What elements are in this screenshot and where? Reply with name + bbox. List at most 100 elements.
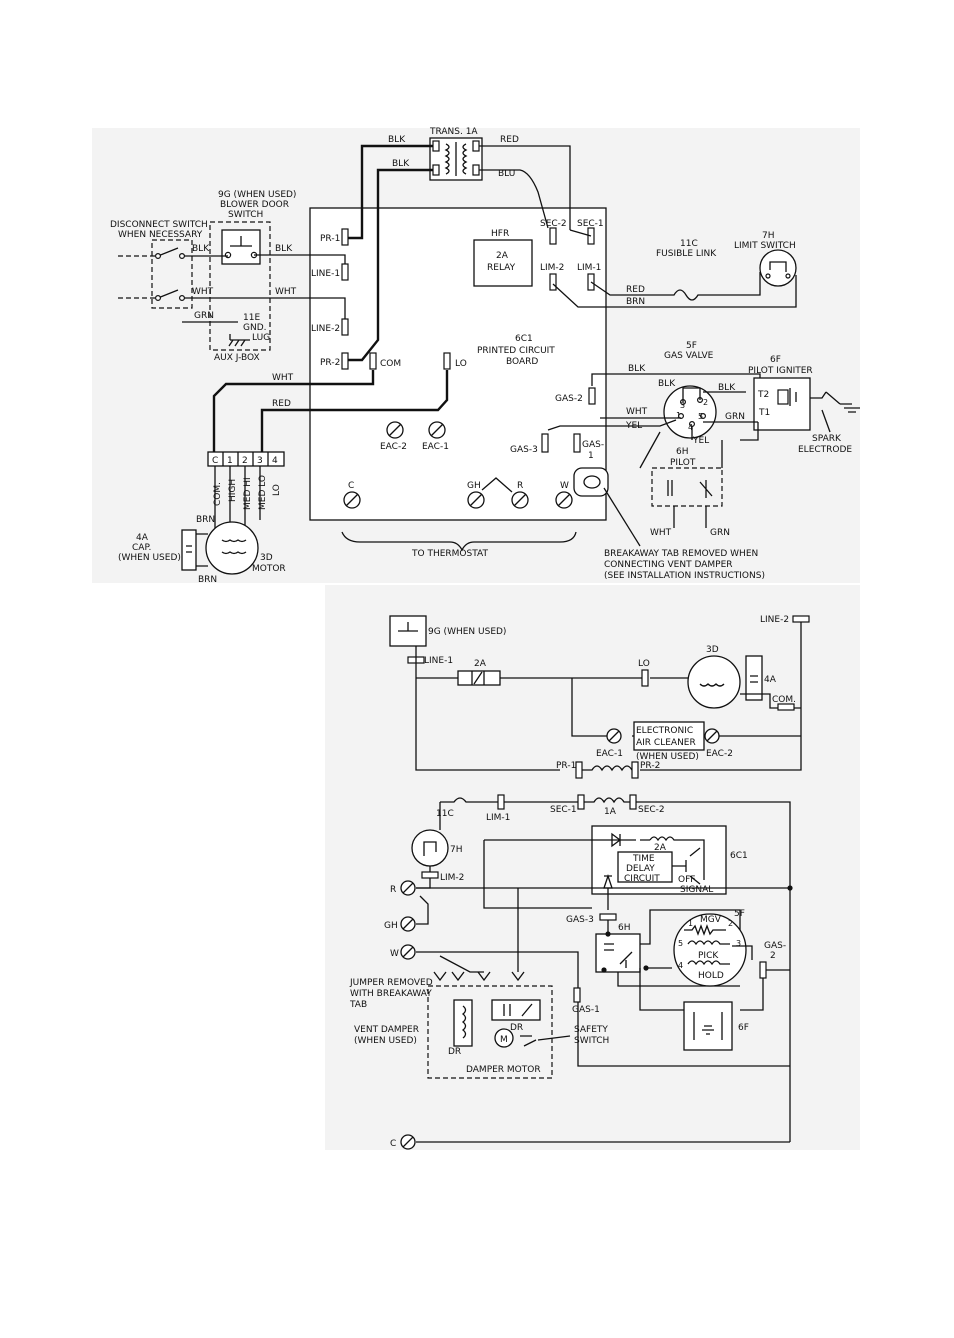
ld2-c-screw [400,1134,416,1150]
line-1-terminal [341,263,349,281]
ld1-pr1-label: PR-1 [556,761,576,771]
printed-circuit-board-outline [309,207,607,521]
ld2-6c1-label: 6C1 [730,851,748,861]
tb-4-label: 4 [272,456,278,466]
spark-ground-icon [840,403,860,413]
ld1-left-rail [415,646,560,771]
tb-c-label: C [212,456,218,466]
ld2-td-3: CIRCUIT [624,874,660,884]
trans-1a-label: TRANS. 1A [429,127,478,137]
ld2-relay-2a-coil [649,836,705,880]
eac-1-screw [428,421,446,439]
brn-label: BRN [626,297,645,307]
ld2-signal-label: SIGNAL [680,885,713,895]
ld1-line2-label: LINE-2 [760,615,789,625]
ld2-2a-label: 2A [654,843,667,853]
thermostat-c-screw [343,491,361,509]
ld2-mgv-label: MGV [700,915,722,925]
brn-label-2: BRN [196,515,215,525]
ld1-pr2-label: PR-2 [640,761,660,771]
cap-label-1: 4A [136,533,149,543]
ld2-td-1: TIME [632,854,655,864]
blk-label-4: BLK [275,244,293,254]
ld2-gas3-label: GAS-3 [566,915,594,925]
thermostat-gh-screw [467,491,485,509]
high-vertical-label: HIGH [228,479,238,502]
spark-label-1: SPARK [812,434,842,444]
ld2-c-label: C [390,1139,396,1149]
ld2-pin-4: 4 [678,961,683,970]
ld1-eac-text-1: ELECTRONIC [636,726,693,736]
lo-vertical-label: LO [272,484,282,496]
grn-label-3: GRN [710,528,730,538]
ld1-9g-label: 9G (WHEN USED) [428,627,506,637]
blower-door-label-1: 9G (WHEN USED) [218,190,296,200]
tb-2-label: 2 [242,456,248,466]
blu-label: BLU [498,169,515,179]
pr-2-label: PR-2 [320,358,340,368]
pilot-label-2: PILOT [670,458,696,468]
blk-label-1: BLK [388,135,406,145]
blk-label-7: BLK [718,383,736,393]
lim-1-label: LIM-1 [577,263,601,273]
transformer-1a [429,137,483,181]
ld1-eac-text-2: AIR CLEANER [636,738,696,748]
ld2-pin-3: 3 [736,939,741,948]
yel-label-1: YEL [625,421,642,431]
gnd-label-3: LUG [252,333,270,343]
gv-pin-5: 5 [698,412,703,421]
board-label-3: BOARD [506,357,538,367]
board-label-1: 6C1 [515,334,533,344]
gh-label: GH [467,481,481,491]
lo-terminal [443,352,451,370]
line-2-label: LINE-2 [311,324,340,334]
ld2-dr-label-1: DR [448,1047,461,1057]
wire-blk-pr1 [348,144,433,240]
ld2-top-rail [440,797,791,1142]
relay-2a-contact [457,670,501,686]
ld2-6f-label: 6F [738,1023,749,1033]
wire-red-lo [260,370,449,452]
gv-pin-1: 1 [676,411,681,420]
relay-label-1: 2A [496,251,509,261]
ld1-4a-label: 4A [764,675,777,685]
eac-2-label: EAC-2 [380,442,407,452]
sec-2-terminal [549,227,557,245]
pilot-igniter-6f [753,377,811,431]
ld2-gas2-label-a: GAS- [764,941,786,951]
wire-red-sec1 [479,145,571,230]
hfr-label: HFR [491,229,509,239]
motor-label-1: 3D [260,553,273,563]
igniter-label-2: PILOT IGNITER [748,366,813,376]
thermostat-brace [341,531,577,552]
aux-jbox-label: AUX J-BOX [214,353,260,363]
ld1-eac-text-3: (WHEN USED) [636,752,699,762]
r-label: R [517,481,523,491]
time-delay-circuit [617,851,673,883]
ld2-gh-screw [400,916,416,932]
line-2-terminal [341,318,349,336]
ld2-sec1-label: SEC-1 [550,805,577,815]
line-1-label: LINE-1 [311,269,340,279]
gas-1-label-b: 1 [588,451,594,461]
ld2-limit-switch-7h [411,829,449,867]
ld1-com-label: COM. [772,695,796,705]
ld2-7h-label: 7H [450,845,463,855]
ld2-pin-1: 1 [688,919,693,928]
ground-lug-icon [228,334,250,347]
red-label-2: RED [626,285,645,295]
wire-blk-pr2 [348,168,433,362]
to-thermostat-label: TO THERMOSTAT [411,549,488,559]
blower-door-label-2: BLOWER DOOR [220,200,289,210]
ld2-off-label: OFF [678,875,695,885]
ld2-sec2-label: SEC-2 [638,805,665,815]
ld2-safety-1: SAFETY [574,1025,608,1035]
grn-label-1: GRN [194,311,214,321]
blk-label-2: BLK [392,159,410,169]
pilot-label-1: 6H [676,447,689,457]
fusible-label-2: FUSIBLE LINK [656,249,717,259]
ld2-gh-label: GH [384,921,398,931]
ld2-gas2-label-b: 2 [770,951,776,961]
gas-2-label: GAS-2 [555,394,583,404]
